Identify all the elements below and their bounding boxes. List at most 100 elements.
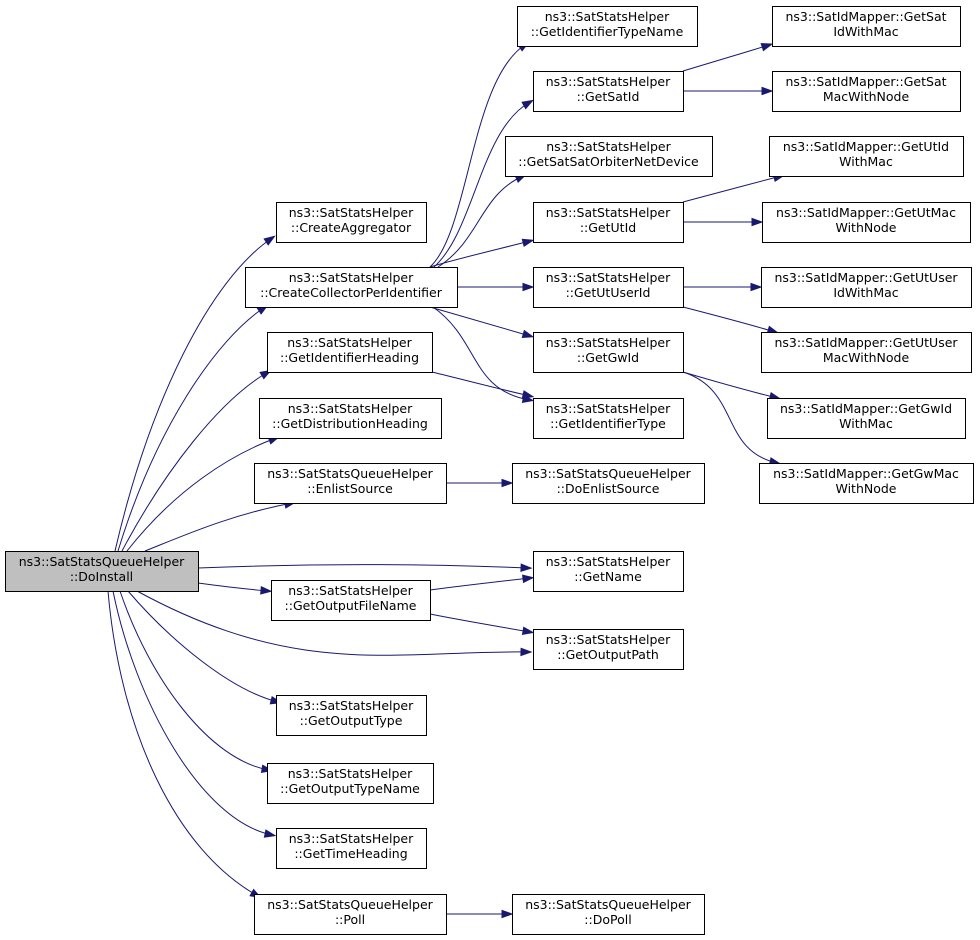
node-box[interactable] — [533, 71, 684, 112]
node-box[interactable] — [276, 202, 427, 243]
node-label-line: ::GetDistributionHeading — [272, 416, 428, 431]
node-DoPoll[interactable]: ns3::SatStatsQueueHelper::DoPoll — [512, 894, 705, 935]
node-box[interactable] — [772, 71, 961, 112]
node-box[interactable] — [512, 894, 705, 935]
node-label-line: ns3::SatStatsHelper — [546, 270, 671, 285]
node-GetIdentifierTypeName[interactable]: ns3::SatStatsHelper::GetIdentifierTypeNa… — [517, 6, 698, 47]
node-box[interactable] — [533, 332, 684, 373]
edge-line — [127, 590, 279, 703]
node-EnlistSource[interactable]: ns3::SatStatsQueueHelper::EnlistSource — [254, 463, 447, 504]
edge-DoInstall-to-GetOutputTypeName — [119, 590, 274, 774]
node-box[interactable] — [533, 202, 684, 243]
arrowhead-icon — [521, 390, 535, 399]
node-label-line: ::GetOutputFileName — [285, 598, 417, 613]
node-label-line: ::GetTimeHeading — [294, 846, 407, 861]
node-label-line: ::Poll — [335, 912, 365, 927]
node-GetOutputTypeName[interactable]: ns3::SatStatsHelper::GetOutputTypeName — [267, 763, 434, 804]
node-box[interactable] — [254, 894, 447, 935]
node-GetIdentifierHeading[interactable]: ns3::SatStatsHelper::GetIdentifierHeadin… — [267, 332, 433, 373]
edge-line — [433, 101, 531, 268]
node-label-line: ::GetSatSatOrbiterNetDevice — [518, 154, 699, 169]
node-GetIdentifierType[interactable]: ns3::SatStatsHelper::GetIdentifierType — [533, 398, 684, 439]
node-box[interactable] — [254, 463, 447, 504]
node-box[interactable] — [761, 332, 972, 373]
node-GetGwId[interactable]: ns3::SatStatsHelper::GetGwId — [533, 332, 684, 373]
node-GetOutputPath[interactable]: ns3::SatStatsHelper::GetOutputPath — [533, 629, 684, 670]
edge-DoInstall-to-GetOutputFileName — [197, 582, 273, 595]
node-label-line: ns3::SatStatsHelper — [546, 401, 671, 416]
node-label-line: ::GetGwId — [577, 350, 639, 365]
node-box[interactable] — [267, 332, 433, 373]
edge-line — [114, 237, 273, 552]
node-box[interactable] — [767, 398, 966, 439]
node-label-line: ns3::SatStatsQueueHelper — [525, 897, 691, 912]
node-box[interactable] — [517, 6, 698, 47]
arrowhead-icon — [263, 829, 277, 838]
node-box[interactable] — [5, 551, 199, 592]
node-box[interactable] — [271, 580, 431, 621]
node-GetTimeHeading[interactable]: ns3::SatStatsHelper::GetTimeHeading — [276, 828, 427, 869]
edge-GetSatId-to-GetSatMacWithNode — [683, 86, 774, 96]
edge-line — [432, 306, 531, 401]
node-Poll[interactable]: ns3::SatStatsQueueHelper::Poll — [254, 894, 447, 935]
edge-CreateCollector-to-GetUtId — [429, 238, 535, 268]
node-box[interactable] — [512, 463, 705, 504]
node-box[interactable] — [259, 398, 442, 439]
arrowhead-icon — [501, 909, 514, 919]
arrowhead-icon — [520, 647, 533, 657]
edge-CreateCollector-to-GetGwId — [429, 306, 535, 339]
node-box[interactable] — [772, 6, 961, 47]
arrowhead-icon — [522, 574, 535, 584]
edge-line — [429, 306, 531, 337]
node-label-line: ::DoInstall — [70, 569, 133, 584]
node-GetUtId[interactable]: ns3::SatStatsHelper::GetUtId — [533, 202, 684, 243]
node-box[interactable] — [759, 463, 974, 504]
edge-GetUtId-to-GetUtIdWithMac — [682, 173, 786, 203]
node-label-line: ns3::SatStatsHelper — [288, 401, 413, 416]
edge-line — [682, 371, 778, 464]
node-box[interactable] — [276, 695, 427, 736]
node-label-line: WithMac — [839, 416, 893, 431]
node-GetOutputType[interactable]: ns3::SatStatsHelper::GetOutputType — [276, 695, 427, 736]
node-label-line: WithNode — [835, 220, 896, 235]
node-box[interactable] — [533, 629, 684, 670]
node-box[interactable] — [505, 136, 713, 177]
node-label-line: ns3::SatStatsHelper — [288, 583, 413, 598]
nodes-layer: ns3::SatStatsQueueHelper::DoInstallns3::… — [5, 6, 974, 935]
node-box[interactable] — [533, 398, 684, 439]
node-box[interactable] — [769, 136, 964, 177]
node-GetSatSatOrbiterNetDevice[interactable]: ns3::SatStatsHelper::GetSatSatOrbiterNet… — [505, 136, 713, 177]
node-CreateCollector[interactable]: ns3::SatStatsHelper::CreateCollectorPerI… — [245, 267, 458, 308]
edge-DoInstall-to-EnlistSource — [144, 500, 297, 552]
node-box[interactable] — [761, 267, 972, 308]
node-label-line: ::CreateCollectorPerIdentifier — [260, 285, 443, 300]
node-box[interactable] — [267, 763, 434, 804]
edge-line — [136, 590, 529, 656]
edge-line — [197, 564, 529, 569]
node-box[interactable] — [245, 267, 458, 308]
arrowhead-icon — [260, 586, 273, 595]
node-label-line: ns3::SatStatsHelper — [545, 9, 670, 24]
node-GetOutputFileName[interactable]: ns3::SatStatsHelper::GetOutputFileName — [271, 580, 431, 621]
node-DoInstall[interactable]: ns3::SatStatsQueueHelper::DoInstall — [5, 551, 199, 592]
node-GetSatId[interactable]: ns3::SatStatsHelper::GetSatId — [533, 71, 684, 112]
node-GetUtUserId[interactable]: ns3::SatStatsHelper::GetUtUserId — [533, 267, 684, 308]
edge-line — [112, 590, 273, 836]
node-box[interactable] — [276, 828, 427, 869]
node-box[interactable] — [762, 202, 971, 243]
node-DoEnlistSource[interactable]: ns3::SatStatsQueueHelper::DoEnlistSource — [512, 463, 705, 504]
node-GetDistributionHeading[interactable]: ns3::SatStatsHelper::GetDistributionHead… — [259, 398, 442, 439]
edge-line — [144, 502, 293, 552]
node-CreateAggregator[interactable]: ns3::SatStatsHelper::CreateAggregator — [276, 202, 427, 243]
node-box[interactable] — [533, 551, 684, 592]
node-box[interactable] — [533, 267, 684, 308]
node-GetName[interactable]: ns3::SatStatsHelper::GetName — [533, 551, 684, 592]
